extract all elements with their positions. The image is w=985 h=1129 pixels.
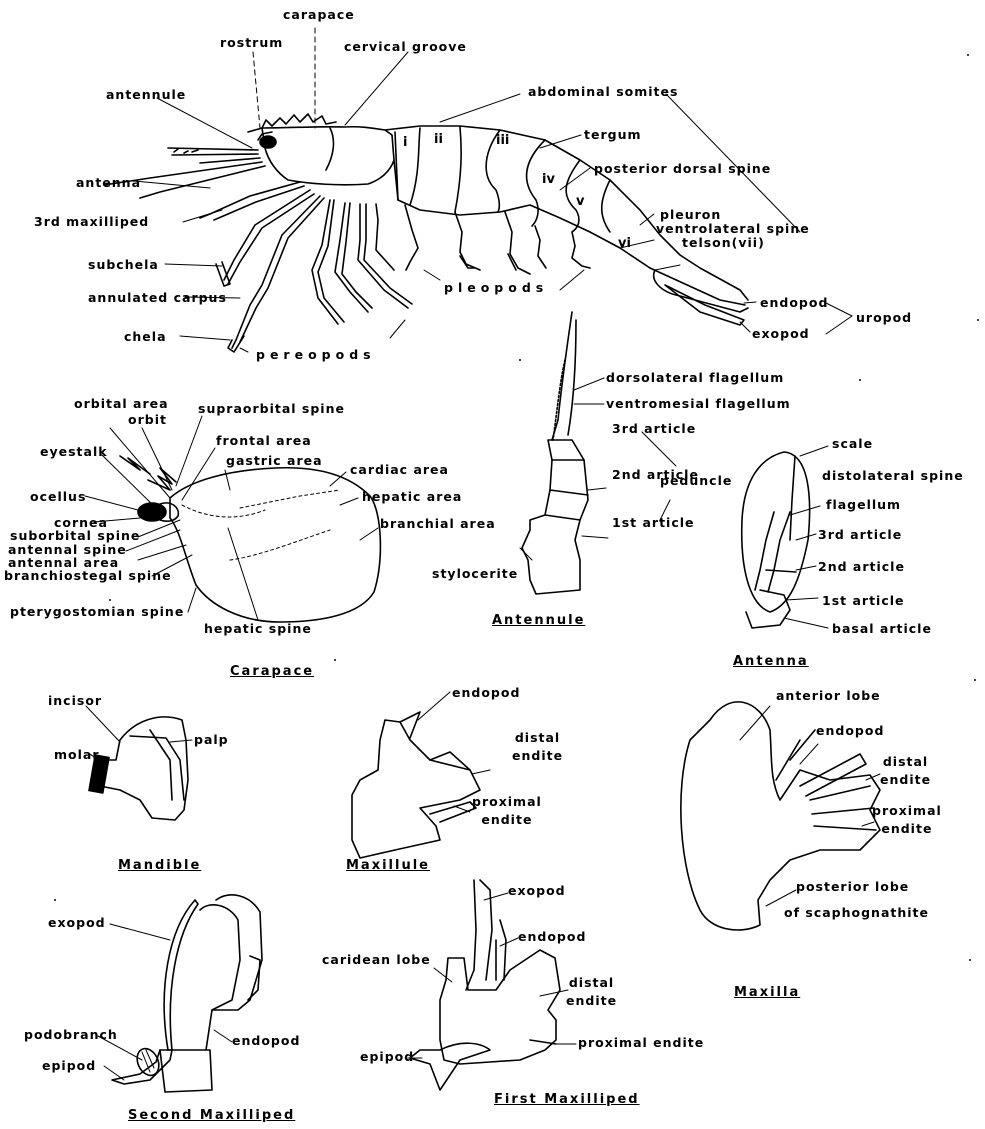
label-gastric-area: gastric area [226, 454, 323, 467]
label-1mxp-epipod: epipod [360, 1050, 414, 1063]
label-flagellum: flagellum [826, 498, 901, 511]
label-peduncle: peduncle [660, 474, 732, 487]
somite-v: v [576, 194, 584, 209]
label-endopod-uropod: endopod [760, 296, 828, 309]
label-supraorbital-spine: supraorbital spine [198, 402, 345, 415]
label-maxilla-distal: distal endite [880, 753, 931, 789]
label-eyestalk: eyestalk [40, 445, 108, 458]
label-cervical-groove: cervical groove [344, 40, 467, 53]
label-rostrum: rostrum [220, 36, 283, 49]
label-chela: chela [124, 330, 167, 343]
label-posterior-dorsal-spine: posterior dorsal spine [594, 162, 771, 175]
label-antenna: antenna [76, 176, 141, 189]
label-ventromesial-flagellum: ventromesial flagellum [606, 397, 791, 410]
label-2mxp-epipod: epipod [42, 1059, 96, 1072]
label-maxillule-distal: distal endite [512, 729, 563, 765]
label-suborbital-spine: suborbital spine [10, 529, 140, 542]
label-antennule: antennule [106, 88, 186, 101]
label-telson: telson(vii) [682, 236, 765, 249]
caption-antenna: Antenna [733, 654, 809, 669]
label-maxillule-endopod: endopod [452, 686, 520, 699]
somite-iv: iv [542, 172, 555, 187]
label-pterygostomian-spine: pterygostomian spine [10, 605, 184, 618]
label-2nd-article-antenna: 2nd article [818, 560, 905, 573]
label-orbit: orbit [128, 413, 167, 426]
label-hepatic-spine: hepatic spine [204, 622, 312, 635]
label-branchial: branchial area [380, 517, 496, 530]
label-scaphognathite: of scaphognathite [784, 906, 929, 919]
caption-maxilla: Maxilla [734, 985, 800, 1000]
label-annulated-carpus: annulated carpus [88, 291, 227, 304]
somite-iii: iii [496, 133, 509, 148]
label-palp: palp [194, 733, 229, 746]
label-pereopods: pereopods [256, 348, 376, 361]
label-abdominal-somites: abdominal somites [528, 85, 678, 98]
label-cardiac-area: cardiac area [350, 463, 449, 476]
label-ventrolateral-spine: ventrolateral spine [656, 222, 810, 235]
label-3rd-maxilliped: 3rd maxilliped [34, 215, 149, 228]
label-3rd-article-antenna: 3rd article [818, 528, 902, 541]
label-3rd-article-antennule: 3rd article [612, 422, 696, 435]
label-1st-article-antenna: 1st article [822, 594, 905, 607]
label-maxilla-proximal: proximal endite [872, 802, 942, 838]
caption-second-maxilliped: Second Maxilliped [128, 1108, 295, 1123]
label-branchiostegal-spine: branchiostegal spine [4, 569, 172, 582]
caption-maxillule: Maxillule [346, 858, 430, 873]
label-dorsolateral-flagellum: dorsolateral flagellum [606, 371, 784, 384]
caption-mandible: Mandible [118, 858, 201, 873]
label-anterior-lobe: anterior lobe [776, 689, 881, 702]
label-distolateral-spine: distolateral spine [822, 469, 964, 482]
somite-vi: vi [618, 236, 631, 251]
label-molar: molar [54, 748, 100, 761]
label-2mxp-endopod: endopod [232, 1034, 300, 1047]
label-stylocerite: stylocerite [432, 567, 518, 580]
label-podobranch: podobranch [24, 1028, 118, 1041]
label-pleopods: pleopods [444, 281, 548, 294]
label-tergum: tergum [584, 128, 642, 141]
label-1st-article-antennule: 1st article [612, 516, 695, 529]
label-1mxp-endopod: endopod [518, 930, 586, 943]
caption-first-maxilliped: First Maxilliped [494, 1092, 640, 1107]
label-uropod: uropod [856, 311, 912, 324]
label-pleuron: pleuron [660, 208, 721, 221]
label-1mxp-proximal: proximal endite [578, 1036, 704, 1049]
label-subchela: subchela [88, 258, 159, 271]
label-scale: scale [832, 437, 873, 450]
label-frontal-area: frontal area [216, 434, 312, 447]
label-1mxp-distal: distal endite [566, 974, 617, 1010]
label-caridean-lobe: caridean lobe [322, 953, 431, 966]
label-exopod-uropod: exopod [752, 327, 810, 340]
label-2mxp-exopod: exopod [48, 916, 106, 929]
label-1mxp-exopod: exopod [508, 884, 566, 897]
label-hepatic-area: hepatic area [362, 490, 462, 503]
caption-antennule: Antennule [492, 613, 585, 628]
label-carapace: carapace [283, 8, 355, 21]
label-orbital: orbital area [74, 397, 169, 410]
label-ocellus: ocellus [30, 490, 86, 503]
label-basal-article: basal article [832, 622, 932, 635]
label-maxilla-endopod: endopod [816, 724, 884, 737]
label-incisor: incisor [48, 694, 102, 707]
somite-ii: ii [434, 132, 443, 147]
label-posterior-lobe: posterior lobe [796, 880, 909, 893]
caption-carapace: Carapace [230, 664, 314, 679]
somite-i: i [403, 135, 407, 150]
label-maxillule-proximal: proximal endite [472, 793, 542, 829]
